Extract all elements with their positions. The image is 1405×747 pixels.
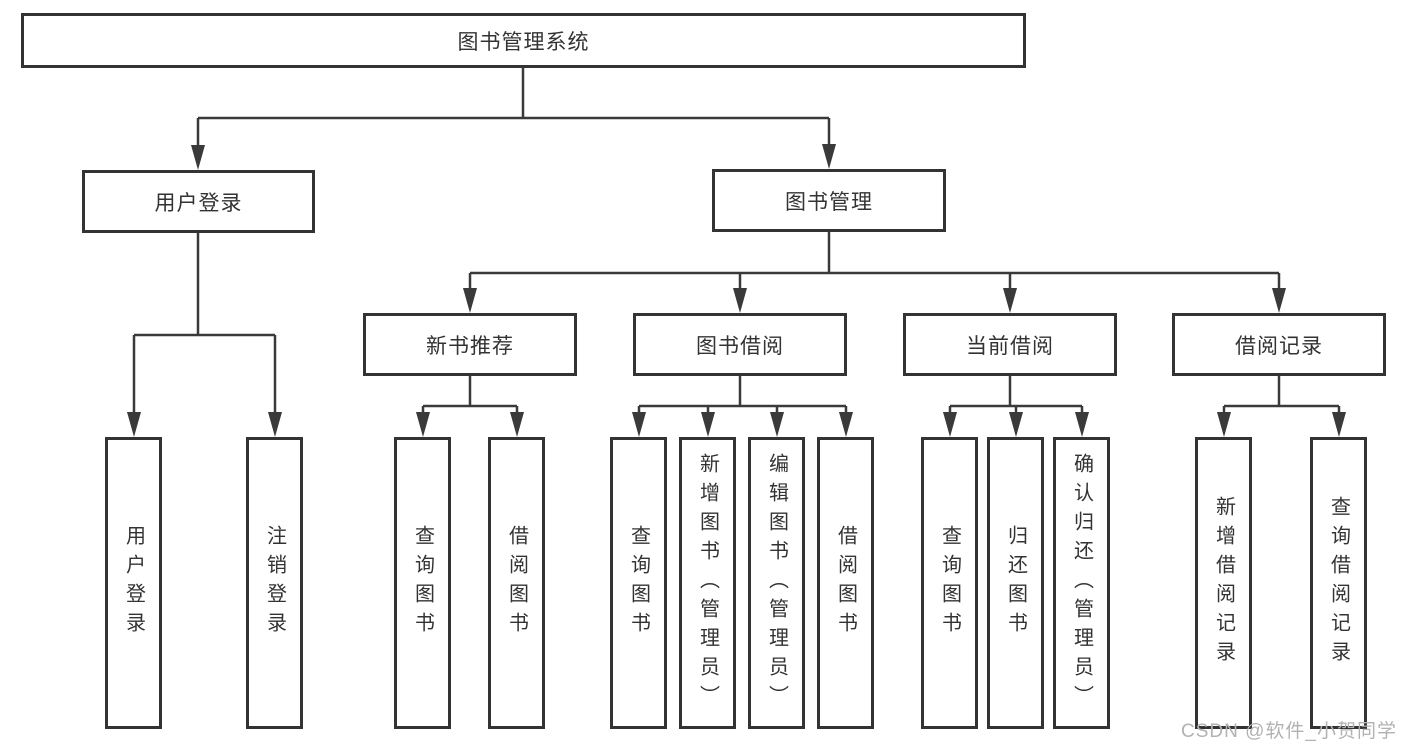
node-root: 图书管理系统: [21, 13, 1026, 68]
leaf-bookborrow-edit: 编辑图书（管理员）: [748, 437, 805, 729]
leaf-bookborrow-add-label: 新增图书（管理员）: [696, 452, 719, 714]
leaf-newbooks-borrow: 借阅图书: [488, 437, 545, 729]
node-root-label: 图书管理系统: [457, 30, 590, 54]
leaf-newbooks-query-label: 查询图书: [411, 525, 434, 641]
leaf-logout: 注销登录: [246, 437, 303, 729]
leaf-user-login: 用户登录: [105, 437, 162, 729]
leaf-records-query-label: 查询借阅记录: [1327, 496, 1350, 670]
leaf-current-query: 查询图书: [921, 437, 978, 729]
node-book-borrow-label: 图书借阅: [696, 334, 784, 358]
node-borrow-records: 借阅记录: [1172, 313, 1386, 376]
leaf-bookborrow-query: 查询图书: [610, 437, 667, 729]
leaf-records-add-label: 新增借阅记录: [1212, 496, 1235, 670]
leaf-bookborrow-borrow: 借阅图书: [817, 437, 874, 729]
leaf-records-add: 新增借阅记录: [1195, 437, 1252, 729]
node-user-login-label: 用户登录: [154, 191, 243, 215]
node-book-mgmt-label: 图书管理: [785, 190, 873, 214]
node-new-books-label: 新书推荐: [426, 334, 514, 358]
leaf-user-login-label: 用户登录: [122, 525, 145, 641]
node-current-borrow-label: 当前借阅: [966, 334, 1054, 358]
node-new-books: 新书推荐: [363, 313, 577, 376]
leaf-current-query-label: 查询图书: [938, 525, 961, 641]
node-borrow-records-label: 借阅记录: [1235, 334, 1323, 358]
leaf-newbooks-borrow-label: 借阅图书: [505, 525, 528, 641]
node-user-login: 用户登录: [82, 170, 315, 233]
watermark: CSDN @软件_小贺同学: [1181, 721, 1397, 742]
node-current-borrow: 当前借阅: [903, 313, 1117, 376]
leaf-bookborrow-borrow-label: 借阅图书: [834, 525, 857, 641]
leaf-bookborrow-query-label: 查询图书: [627, 525, 650, 641]
leaf-current-confirm: 确认归还（管理员）: [1053, 437, 1110, 729]
node-book-borrow: 图书借阅: [633, 313, 847, 376]
leaf-current-return-label: 归还图书: [1004, 525, 1027, 641]
leaf-current-return: 归还图书: [987, 437, 1044, 729]
leaf-bookborrow-add: 新增图书（管理员）: [679, 437, 736, 729]
leaf-logout-label: 注销登录: [263, 525, 286, 641]
leaf-current-confirm-label: 确认归还（管理员）: [1070, 452, 1093, 714]
leaf-records-query: 查询借阅记录: [1310, 437, 1367, 729]
leaf-bookborrow-edit-label: 编辑图书（管理员）: [765, 452, 788, 714]
leaf-newbooks-query: 查询图书: [394, 437, 451, 729]
node-book-mgmt: 图书管理: [712, 169, 946, 232]
